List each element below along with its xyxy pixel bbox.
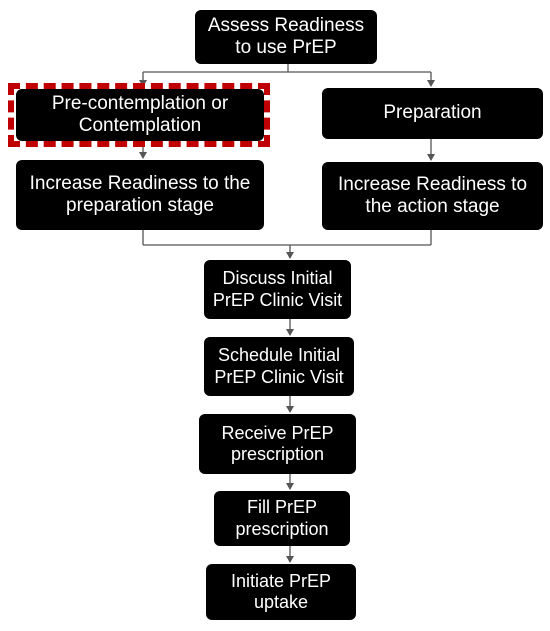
node-precontemplation[interactable]: Pre-contemplation or Contemplation [16,89,264,141]
node-initiate-uptake-label: Initiate PrEP uptake [230,570,332,612]
node-assess-readiness-label: Assess Readiness to use PrEP [207,14,365,58]
node-increase-preparation-label: Increase Readiness to the preparation st… [29,172,251,216]
node-fill-prescription-label: Fill PrEP prescription [235,497,329,539]
node-assess-readiness[interactable]: Assess Readiness to use PrEP [195,10,377,64]
node-fill-prescription[interactable]: Fill PrEP prescription [214,491,350,546]
node-initiate-uptake[interactable]: Initiate PrEP uptake [206,564,356,620]
node-preparation[interactable]: Preparation [322,88,543,139]
highlight-frame [8,83,270,147]
node-receive-prescription[interactable]: Receive PrEP prescription [199,414,356,474]
node-discuss-visit[interactable]: Discuss Initial PrEP Clinic Visit [204,260,351,319]
node-preparation-label: Preparation [383,102,482,124]
node-precontemplation-label: Pre-contemplation or Contemplation [51,92,229,136]
node-schedule-visit-label: Schedule Initial PrEP Clinic Visit [214,345,344,387]
node-discuss-visit-label: Discuss Initial PrEP Clinic Visit [212,268,343,310]
node-increase-action[interactable]: Increase Readiness to the action stage [322,162,543,230]
node-increase-action-label: Increase Readiness to the action stage [337,173,528,217]
node-increase-preparation[interactable]: Increase Readiness to the preparation st… [16,160,264,230]
node-schedule-visit[interactable]: Schedule Initial PrEP Clinic Visit [204,337,354,396]
node-receive-prescription-label: Receive PrEP prescription [221,422,334,464]
